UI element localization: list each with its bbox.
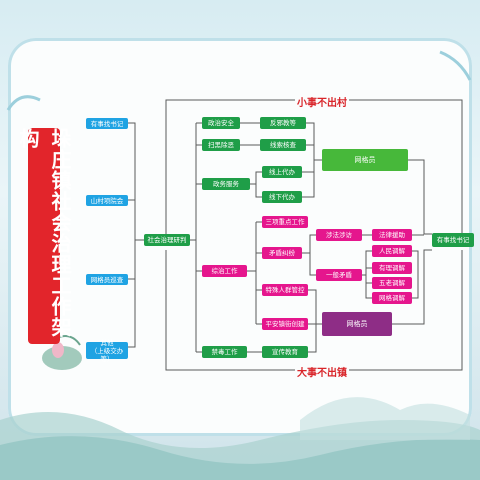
category-anti-drug[interactable]: 禁毒工作 xyxy=(202,346,247,358)
branch-legal-aid[interactable]: 法律援助 xyxy=(372,229,412,241)
branch-elder-mediation[interactable]: 有理调解 xyxy=(372,262,412,274)
sub-clue-check[interactable]: 线索核查 xyxy=(260,139,306,151)
left-item-secretary[interactable]: 有事找书记 xyxy=(86,118,128,129)
top-label: 小事不出村 xyxy=(295,94,349,109)
hub-social-governance[interactable]: 社会治理研判 xyxy=(144,234,190,246)
sub-special-people[interactable]: 特殊人群管控 xyxy=(262,284,308,296)
left-item-other[interactable]: 其他 （上级交办等） xyxy=(86,339,128,363)
right-end-secretary[interactable]: 有事找书记 xyxy=(432,233,474,247)
left-item-village-meeting[interactable]: 山村项院会 xyxy=(86,195,128,206)
branch-five-elder-mediation[interactable]: 五老调解 xyxy=(372,277,412,289)
sub-anti-cult[interactable]: 反邪教等 xyxy=(260,117,306,129)
sub-conflict-disputes[interactable]: 矛盾纠纷 xyxy=(262,247,302,259)
category-anti-crime[interactable]: 扫黑除恶 xyxy=(202,139,240,151)
left-item-grid-patrol[interactable]: 网格员巡查 xyxy=(86,274,128,285)
grid-member-top[interactable]: 网格员 xyxy=(322,149,408,171)
branch-legal-petition[interactable]: 涉法涉访 xyxy=(316,229,362,241)
category-political-security[interactable]: 政治安全 xyxy=(202,117,240,129)
bottom-label: 大事不出镇 xyxy=(295,364,349,379)
sub-online-agent[interactable]: 线上代办 xyxy=(262,166,302,178)
title-banner: 垛庄镇社会治理工作架构 xyxy=(16,128,72,344)
category-comprehensive[interactable]: 综治工作 xyxy=(202,265,247,277)
branch-people-mediation[interactable]: 人民调解 xyxy=(372,245,412,257)
sub-offline-agent[interactable]: 线下代办 xyxy=(262,191,302,203)
branch-general-conflict[interactable]: 一般矛盾 xyxy=(316,269,362,281)
sub-safe-town[interactable]: 平安镇街创建 xyxy=(262,318,308,330)
branch-grid-mediation[interactable]: 网格调解 xyxy=(372,292,412,304)
page-title: 垛庄镇社会治理工作架构 xyxy=(16,128,72,338)
sub-propaganda[interactable]: 宣传教育 xyxy=(262,346,308,358)
sub-three-key-works[interactable]: 三项重点工作 xyxy=(262,216,308,228)
category-gov-service[interactable]: 政务服务 xyxy=(202,178,250,190)
grid-member-bottom[interactable]: 网格员 xyxy=(322,312,392,336)
